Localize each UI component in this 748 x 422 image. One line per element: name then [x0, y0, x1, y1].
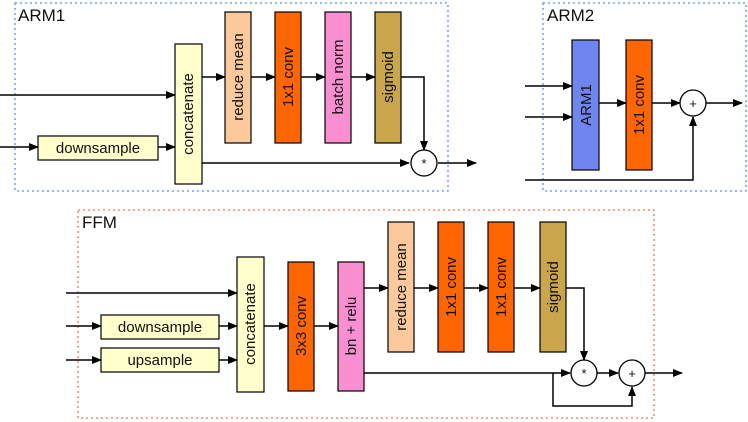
ffm-conv1b-block: [487, 221, 515, 353]
ffm-multiply-node: [570, 359, 598, 387]
arm2-add-symbol: +: [689, 96, 697, 111]
arm1-sigmoid-wire: [401, 76, 428, 151]
arm2-conv-label: 1x1 conv: [631, 74, 648, 135]
ffm-conv1a-label: 1x1 conv: [443, 256, 460, 317]
ffm-conv1b-label: 1x1 conv: [493, 256, 510, 317]
arm2-skip-wire: [525, 116, 697, 181]
arm2-arm1-block: [571, 39, 600, 171]
arm1-reduce-mean-label: reduce mean: [230, 33, 247, 121]
arm2-title: ARM2: [547, 6, 594, 25]
ffm-sigmoid-wire: [566, 287, 588, 361]
arm1-batch-norm-label: batch norm: [330, 39, 347, 114]
ffm-add-symbol: +: [628, 366, 636, 381]
ffm-sigmoid-block: [539, 221, 567, 353]
ffm-conv3-block: [287, 261, 315, 392]
arm1-sigmoid-label: sigmoid: [380, 51, 397, 103]
ffm-add-node: [618, 359, 646, 387]
ffm-concatenate-label: concatenate: [242, 283, 259, 365]
arm2-arm1-label: ARM1: [578, 84, 595, 126]
ffm-bn-relu-block: [337, 261, 365, 392]
arm1-concatenate-block: [174, 43, 203, 185]
arm1-title: ARM1: [18, 6, 65, 25]
arm1-conv-label: 1x1 conv: [280, 46, 297, 107]
arm1-batch-norm-block: [324, 11, 352, 144]
arm2-border: [542, 2, 747, 192]
arm1-conv-block: [274, 11, 302, 144]
ffm-sigmoid-label: sigmoid: [545, 261, 562, 313]
arm2-module: ARM2 ARM1 1x1 conv +: [525, 2, 747, 192]
arm1-border: [14, 2, 449, 192]
arm1-sigmoid-block: [374, 11, 402, 144]
ffm-multiply-symbol: *: [581, 366, 586, 381]
arm2-add-node: [679, 89, 707, 117]
ffm-bn-relu-label: bn + relu: [343, 297, 360, 356]
ffm-residual-wire: [552, 373, 636, 407]
ffm-reduce-mean-block: [387, 221, 415, 353]
ffm-conv1a-block: [437, 221, 465, 353]
ffm-conv3-label: 3x3 conv: [293, 295, 310, 356]
arm1-concatenate-label: concatenate: [180, 73, 197, 155]
arm1-downsample-label: downsample: [56, 140, 140, 157]
ffm-border: [77, 209, 655, 419]
ffm-reduce-mean-label: reduce mean: [393, 243, 410, 331]
arm1-multiply-node: [410, 149, 438, 177]
arm2-conv-block: [625, 39, 653, 171]
ffm-title: FFM: [82, 213, 117, 232]
ffm-concatenate-block: [236, 256, 265, 393]
arm1-downsample-block: [37, 135, 159, 161]
ffm-downsample-block: [100, 314, 220, 340]
ffm-upsample-block: [100, 347, 220, 373]
ffm-upsample-label: upsample: [127, 352, 192, 369]
arm1-module: ARM1 downsample concatenate reduce mean …: [0, 2, 477, 192]
ffm-downsample-label: downsample: [118, 319, 202, 336]
arm1-reduce-mean-block: [224, 11, 252, 144]
arm1-multiply-symbol: *: [421, 156, 426, 171]
ffm-module: FFM downsample upsample concatenate 3x3 …: [66, 209, 683, 419]
